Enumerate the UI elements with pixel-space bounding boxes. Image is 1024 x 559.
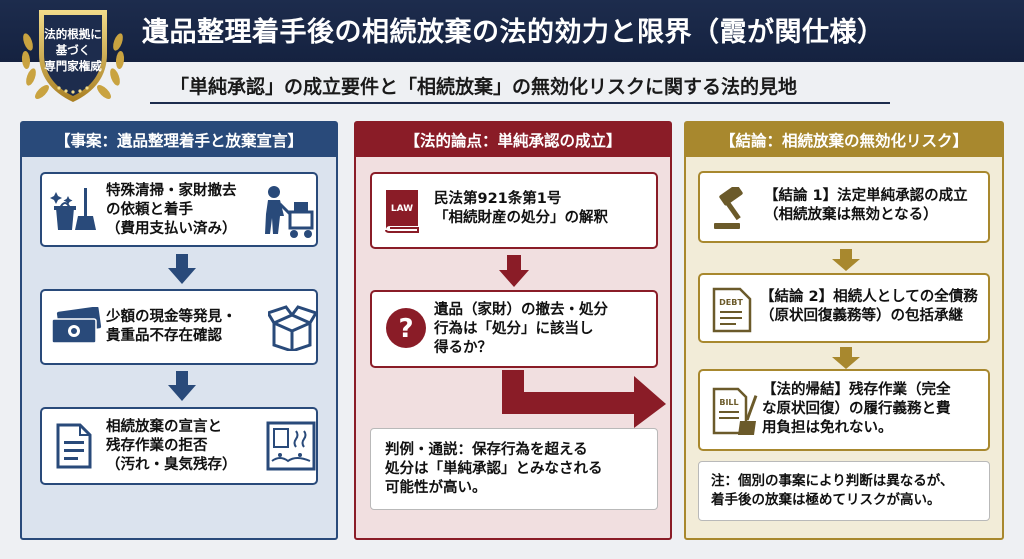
law-book-label: LAW: [391, 204, 413, 214]
conclusion-panel: 【結論：相続放棄の無効化リスク】 【結論 1】法定単純承認の成立 （相続放棄は無…: [684, 121, 1004, 540]
card-line: 遺品（家財）の撤去・処分: [434, 302, 608, 318]
bill-icon-label: BILL: [719, 398, 738, 407]
note-line: 着手後の放棄は極めてリスクが高い。: [711, 492, 941, 508]
card-line: （汚れ・臭気残存）: [106, 457, 237, 473]
card-line: （相続放棄は無効となる）: [764, 207, 938, 223]
conclusion-risk-note: 注：個別の事案により判断は異なるが、 着手後の放棄は極めてリスクが高い。: [698, 461, 990, 521]
card-line: （原状回復義務等）の包括承継: [760, 308, 963, 324]
subtitle-underline: [150, 102, 890, 104]
down-arrow-icon: [832, 347, 860, 369]
cleaning-tools-icon: [50, 188, 96, 230]
note-line: 判例・通説：保存行為を超える: [385, 442, 588, 458]
card-line: （費用支払い済み）: [106, 221, 237, 237]
case-panel-title: 【事案：遺品整理着手と放棄宣言】: [22, 123, 336, 157]
card-line: 【結論 2】相続人としての全債務: [760, 289, 978, 305]
dirty-room-icon: [266, 421, 316, 471]
card-line: 残存作業の拒否: [106, 438, 208, 454]
down-arrow-icon: [168, 254, 196, 284]
page-subtitle: 「単純承認」の成立要件と「相続放棄」の無効化リスクに関する法的見地: [170, 76, 798, 98]
card-line: 「相続財産の処分」の解釈: [434, 210, 608, 226]
case-panel: 【事案：遺品整理着手と放棄宣言】 特殊清掃・家財撤去 の依頼と着手 （費用支払い…: [20, 121, 338, 540]
card-line: 特殊清掃・家財撤去: [106, 183, 237, 199]
case-card-cleaning: 特殊清掃・家財撤去 の依頼と着手 （費用支払い済み）: [40, 172, 318, 247]
card-line: 民法第921条第1号: [434, 191, 562, 207]
bill-broom-icon: BILL: [712, 387, 758, 435]
authority-emblem-icon: [21, 10, 125, 102]
conclusion-card-consequence: BILL 【法的帰結】残存作業（完全 な原状回復）の履行義務と費 用負担は免れな…: [698, 369, 990, 451]
issue-card-law: LAW 民法第921条第1号 「相続財産の処分」の解釈: [370, 172, 658, 249]
question-icon-label: ?: [398, 314, 413, 344]
card-line: 【法的帰結】残存作業（完全: [762, 382, 951, 398]
card-line: 行為は「処分」に該当し: [434, 321, 594, 337]
down-arrow-icon: [168, 371, 196, 401]
issue-panel-title: 【法的論点：単純承認の成立】: [356, 123, 670, 157]
down-arrow-icon: [499, 255, 529, 287]
conclusion-card-debt: DEBT 【結論 2】相続人としての全債務 （原状回復義務等）の包括承継: [698, 273, 990, 343]
debt-document-icon: DEBT: [712, 287, 752, 333]
page-title: 遺品整理着手後の相続放棄の法的効力と限界（霞が関仕様）: [142, 17, 885, 48]
issue-panel: 【法的論点：単純承認の成立】 LAW 民法第921条第1号 「相続財産の処分」の…: [354, 121, 672, 540]
gavel-icon: [714, 187, 743, 229]
note-line: 注：個別の事案により判断は異なるが、: [711, 473, 954, 489]
law-book-icon: LAW: [385, 190, 419, 233]
card-line: 相続放棄の宣言と: [106, 419, 222, 435]
note-line: 処分は「単純承認」とみなされる: [385, 461, 603, 477]
emblem-line: 基づく: [55, 43, 91, 57]
worker-cart-icon: [265, 186, 314, 238]
emblem-text: 法的根拠に 基づく 専門家権威: [32, 26, 114, 74]
card-line: な原状回復）の履行義務と費: [762, 401, 951, 417]
issue-precedent-note: 判例・通説：保存行為を超える 処分は「単純承認」とみなされる 可能性が高い。: [370, 428, 658, 510]
card-line: 【結論 1】法定単純承認の成立: [764, 188, 968, 204]
conclusion-panel-title: 【結論：相続放棄の無効化リスク】: [686, 123, 1002, 157]
note-line: 可能性が高い。: [385, 480, 487, 496]
debt-icon-label: DEBT: [719, 298, 743, 307]
header-bar: 遺品整理着手後の相続放棄の法的効力と限界（霞が関仕様）: [0, 0, 1024, 62]
document-icon: [56, 423, 92, 469]
emblem-line: 法的根拠に: [44, 27, 102, 41]
card-line: 得るか？: [434, 340, 492, 356]
conclusion-card-approval: 【結論 1】法定単純承認の成立 （相続放棄は無効となる）: [698, 171, 990, 243]
card-line: 貴重品不存在確認: [106, 328, 222, 344]
down-arrow-icon: [832, 249, 860, 271]
bent-right-arrow-icon: [502, 370, 666, 428]
emblem-line: 専門家権威: [44, 59, 102, 73]
issue-card-question: ? 遺品（家財）の撤去・処分 行為は「処分」に該当し 得るか？: [370, 290, 658, 368]
open-box-icon: [268, 305, 316, 351]
card-line: 用負担は免れない。: [762, 420, 893, 436]
card-line: 少額の現金等発見・: [106, 309, 237, 325]
question-icon: ?: [386, 308, 426, 348]
case-card-renounce: 相続放棄の宣言と 残存作業の拒否 （汚れ・臭気残存）: [40, 407, 318, 485]
case-card-cash: 少額の現金等発見・ 貴重品不存在確認: [40, 289, 318, 365]
card-line: の依頼と着手: [106, 202, 193, 218]
cash-icon: [51, 307, 102, 344]
